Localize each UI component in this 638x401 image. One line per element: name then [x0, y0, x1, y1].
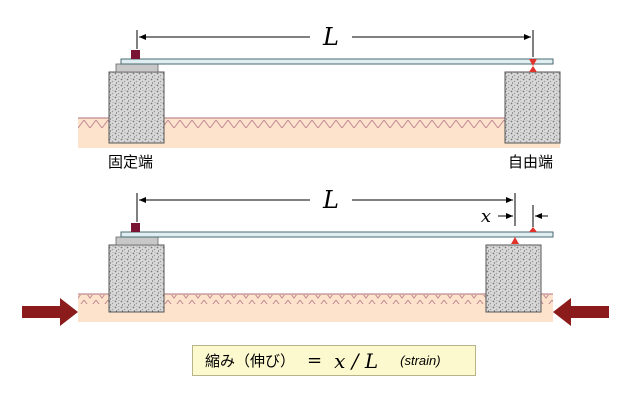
bottom-figure: L x [22, 186, 609, 326]
top-length-label: L [322, 23, 339, 51]
right-compression-arrow [553, 298, 609, 326]
top-left-support [108, 71, 165, 144]
free-end-label: 自由端 [508, 153, 554, 171]
formula-lhs: 縮み（伸び） [205, 352, 296, 370]
top-free-end-tip [529, 59, 537, 72]
left-compression-arrow [22, 298, 78, 326]
formula-strain-note: (strain) [400, 353, 441, 368]
top-figure: L [78, 23, 561, 148]
top-clamp-base [115, 63, 159, 73]
top-ground-zigzag [78, 119, 560, 128]
bottom-left-support [108, 244, 165, 313]
top-clamp-icon [131, 50, 140, 59]
bottom-clamp-icon [131, 223, 140, 232]
bottom-free-end-tip [529, 227, 537, 232]
bottom-right-support [485, 244, 542, 313]
bottom-ground-zigzag [78, 295, 553, 304]
formula-rhs: x / L [334, 348, 379, 373]
top-bar [120, 58, 554, 65]
fixed-end-label: 固定端 [108, 153, 154, 171]
bottom-contact-tip [511, 237, 519, 244]
bottom-bar [120, 231, 554, 238]
x-displacement-label: x [481, 206, 491, 227]
strain-formula-box: 縮み（伸び） = x / L (strain) [192, 345, 476, 376]
top-right-support [504, 71, 561, 144]
bottom-length-label: L [322, 186, 339, 214]
formula-equals: = [307, 350, 323, 371]
bottom-clamp-base [115, 236, 159, 246]
